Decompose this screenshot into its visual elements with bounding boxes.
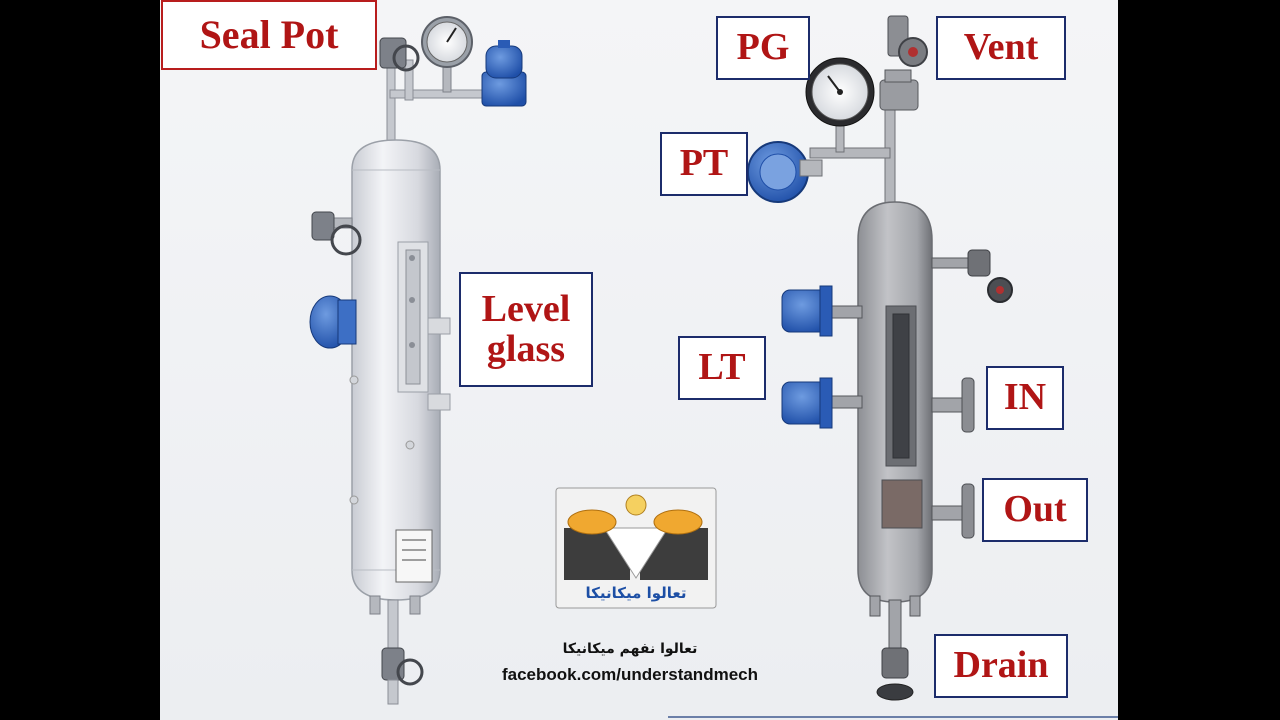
label-level-glass: Level glass bbox=[459, 272, 593, 387]
label-in-text: IN bbox=[1003, 376, 1047, 419]
inlet-flange-icon bbox=[931, 377, 975, 433]
pressure-gauge-icon bbox=[805, 57, 875, 153]
label-drain-text: Drain bbox=[953, 644, 1049, 687]
label-seal-pot-text: Seal Pot bbox=[199, 12, 339, 57]
caption-url: facebook.com/understandmech bbox=[501, 665, 758, 684]
level-transmitter-upper-icon bbox=[781, 285, 863, 337]
label-lt: LT bbox=[678, 336, 766, 400]
label-pg: PG bbox=[716, 16, 810, 80]
logo-icon: تعالوا ميكانيكا bbox=[555, 487, 717, 609]
inlet-flange-icon bbox=[309, 295, 357, 349]
label-drain: Drain bbox=[934, 634, 1068, 698]
transmitter-icon bbox=[747, 141, 823, 203]
label-pg-text: PG bbox=[736, 26, 790, 69]
vent-valve-icon bbox=[879, 15, 928, 111]
label-level-glass-line1: Level bbox=[481, 287, 571, 330]
label-pt-text: PT bbox=[679, 142, 729, 185]
caption-arabic: تعالوا نفهم ميكانيكا bbox=[562, 641, 698, 657]
pressure-gauge-icon bbox=[421, 16, 473, 93]
label-out: Out bbox=[982, 478, 1088, 542]
logo-text: تعالوا ميكانيكا bbox=[585, 584, 686, 602]
valve-icon bbox=[311, 211, 362, 256]
label-lt-text: LT bbox=[698, 346, 746, 389]
bottom-divider bbox=[668, 716, 1118, 718]
label-in: IN bbox=[986, 366, 1064, 430]
valve-icon bbox=[379, 37, 420, 72]
diagram-drawing: تعالوا ميكانيكا bbox=[309, 15, 1013, 705]
drain-valve-icon bbox=[876, 647, 914, 701]
right-seal-pot-vessel bbox=[747, 15, 1013, 701]
slide-canvas: تعالوا ميكانيكا Seal Pot Level glass PG … bbox=[160, 0, 1118, 720]
level-glass-icon bbox=[397, 241, 451, 411]
label-vent-text: Vent bbox=[963, 26, 1039, 69]
transmitter-icon bbox=[481, 40, 527, 107]
label-seal-pot: Seal Pot bbox=[161, 0, 377, 70]
outlet-flange-icon bbox=[931, 483, 975, 539]
label-pt: PT bbox=[660, 132, 748, 196]
valve-icon bbox=[931, 249, 1013, 303]
label-out-text: Out bbox=[1003, 488, 1067, 531]
level-transmitter-lower-icon bbox=[781, 377, 863, 429]
left-seal-pot-vessel bbox=[309, 16, 527, 705]
label-vent: Vent bbox=[936, 16, 1066, 80]
label-level-glass-line2: glass bbox=[486, 327, 566, 370]
drain-valve-icon bbox=[381, 647, 424, 705]
